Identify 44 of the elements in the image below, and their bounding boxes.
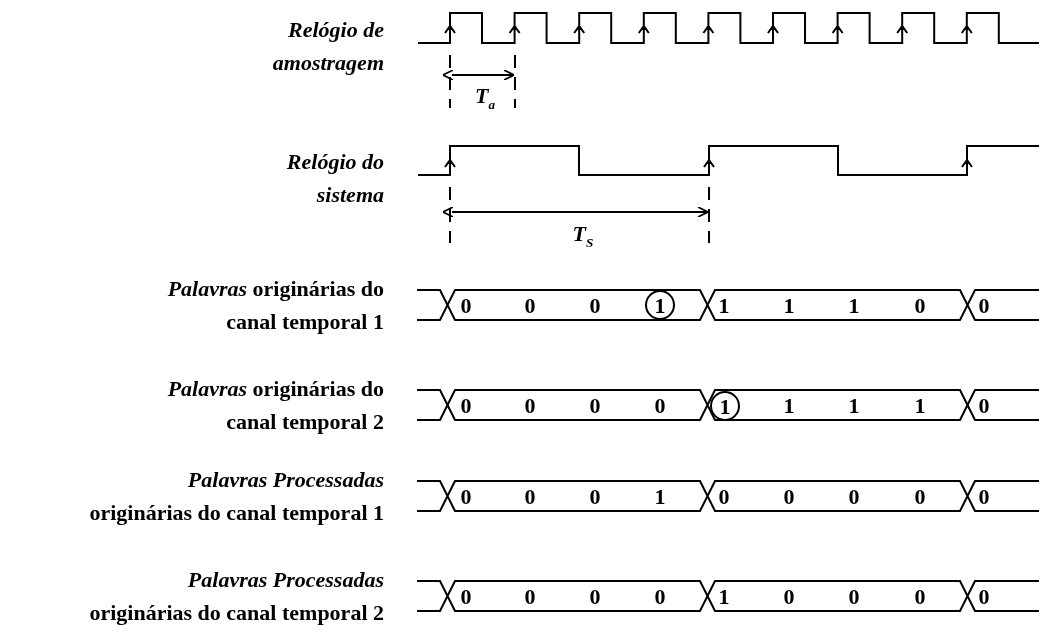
circled-bit: 1	[645, 290, 675, 320]
circled-bit: 1	[710, 391, 740, 421]
signal-label: Relógio de amostragem	[271, 16, 384, 77]
bit-value: 1	[848, 291, 860, 320]
bit-value: 0	[589, 391, 601, 420]
bit-value: 1	[783, 391, 795, 420]
bit-value: 0	[848, 582, 860, 611]
bit-value: 0	[783, 582, 795, 611]
bit-value: 0	[978, 391, 990, 420]
signal-label: Palavras Processadas originárias do canal temporal 1	[88, 466, 384, 527]
bit-value: 1	[848, 391, 860, 420]
bit-value: 0	[524, 482, 536, 511]
bit-value: 0	[978, 291, 990, 320]
bit-value: 0	[589, 291, 601, 320]
bit-value: 0	[460, 582, 472, 611]
bit-value: 0	[783, 482, 795, 511]
bit-value: 0	[978, 582, 990, 611]
bit-value: 0	[718, 482, 730, 511]
bit-value: 0	[914, 582, 926, 611]
bit-value: 0	[524, 291, 536, 320]
signal-label: Palavras originárias do canal temporal 2	[166, 375, 384, 436]
bit-value: 0	[589, 582, 601, 611]
signal-label: Relógio do sistema	[285, 148, 384, 209]
bit-value: 0	[848, 482, 860, 511]
bit-value: 0	[978, 482, 990, 511]
dimension-label: T$_{S}$	[572, 220, 594, 252]
bit-value: 0	[654, 391, 666, 420]
bit-value: 0	[460, 291, 472, 320]
bit-value: 1	[783, 291, 795, 320]
bit-value: 1	[718, 291, 730, 320]
bit-value: 0	[524, 391, 536, 420]
bit-value: 0	[524, 582, 536, 611]
bit-value: 0	[460, 391, 472, 420]
bit-value: 1	[654, 482, 666, 511]
bit-value: 0	[914, 291, 926, 320]
bit-value: 0	[460, 482, 472, 511]
signal-label: Palavras originárias do canal temporal 1	[166, 275, 384, 336]
bit-value: 0	[589, 482, 601, 511]
bit-value: 1	[914, 391, 926, 420]
dimension-label: T$_{a}$	[475, 82, 495, 114]
signal-label: Palavras Processadas originárias do canal temporal 2	[88, 566, 384, 627]
bit-value: 0	[914, 482, 926, 511]
bit-value: 0	[654, 582, 666, 611]
bit-value: 1	[718, 582, 730, 611]
